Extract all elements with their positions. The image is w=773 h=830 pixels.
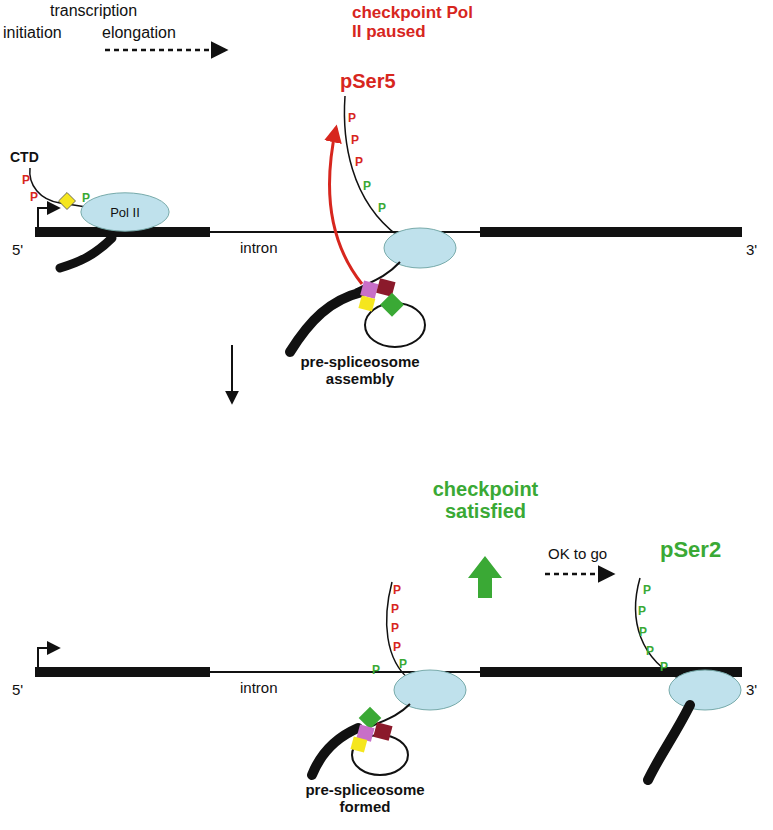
gene-bottom xyxy=(35,648,742,677)
phospho-mark: P xyxy=(22,174,30,187)
status-label: checkpoint satisfied xyxy=(418,478,553,522)
nascent-rna xyxy=(60,238,112,268)
rna-exon xyxy=(312,728,358,775)
phospho-mark: P xyxy=(391,603,399,616)
step-label: OK to go xyxy=(548,546,607,563)
phospho-mark: P xyxy=(372,664,380,677)
end-label: 3' xyxy=(746,242,757,259)
phospho-label: pSer2 xyxy=(660,538,721,562)
end-label: 3' xyxy=(746,682,757,699)
node-label: Pol II xyxy=(110,205,140,220)
pol-ii-ellipse xyxy=(384,228,456,268)
region-label: intron xyxy=(240,240,278,257)
region-label: intron xyxy=(240,680,278,697)
phospho-mark: P xyxy=(638,605,646,618)
phospho-mark: P xyxy=(363,180,371,193)
ctd-tail xyxy=(387,582,410,680)
yellow-factor xyxy=(59,193,76,210)
phospho-mark: P xyxy=(399,658,407,671)
end-label: 5' xyxy=(12,242,23,259)
heading-label: initiation xyxy=(3,24,62,42)
complex-label: pre-spliceosome formed xyxy=(285,782,445,815)
spliceosome-factors xyxy=(350,707,392,753)
rna-exon xyxy=(648,705,690,780)
phospho-label: pSer5 xyxy=(340,70,396,92)
dotted-arrow xyxy=(105,49,225,52)
pol-ii-ellipse xyxy=(394,670,466,710)
dotted-arrow xyxy=(545,573,612,576)
ctd-tail xyxy=(636,578,682,680)
phospho-mark: P xyxy=(378,202,386,215)
heading-label: elongation xyxy=(102,24,176,42)
status-label: checkpoint Pol II paused xyxy=(352,4,477,41)
phospho-mark: P xyxy=(660,661,668,674)
phospho-mark: P xyxy=(391,622,399,635)
end-label: 5' xyxy=(12,682,23,699)
phospho-mark: P xyxy=(643,584,651,597)
phospho-mark: P xyxy=(30,191,38,204)
phospho-mark: P xyxy=(393,641,401,654)
phospho-mark: P xyxy=(393,584,401,597)
complex-label: pre-spliceosome assembly xyxy=(280,354,440,387)
pol-ii-ellipse xyxy=(669,670,741,710)
phospho-mark: P xyxy=(351,134,359,147)
step-arrow xyxy=(231,345,233,402)
green-up-arrow xyxy=(468,556,502,598)
polymerase-ellipse: Pol II xyxy=(80,192,170,232)
ctd-label: CTD xyxy=(10,150,39,165)
ctd-tail xyxy=(344,96,398,236)
phospho-mark: P xyxy=(348,112,356,125)
rna-exon xyxy=(290,292,362,352)
phospho-mark: P xyxy=(355,156,363,169)
signal-arrow xyxy=(330,128,362,284)
heading-label: transcription xyxy=(50,2,137,20)
spliceosome-factors xyxy=(358,278,404,317)
phospho-mark: P xyxy=(639,626,647,639)
phospho-mark: P xyxy=(646,645,654,658)
